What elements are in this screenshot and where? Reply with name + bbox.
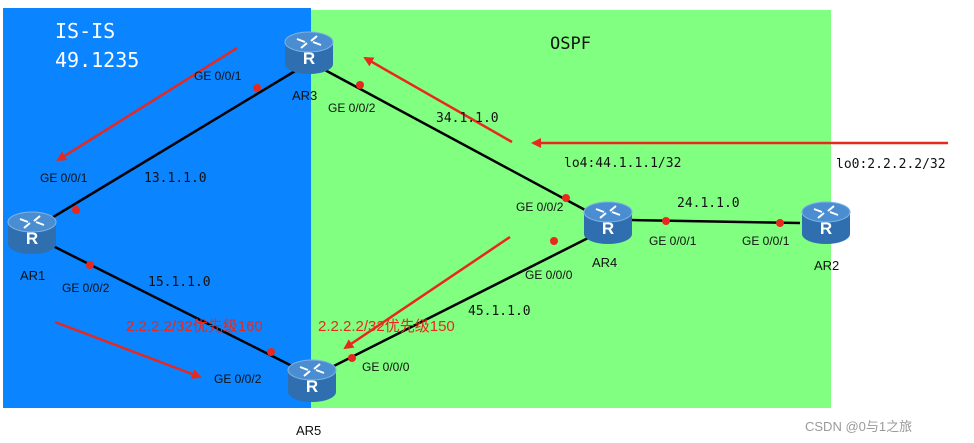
arrow-ar1-to-ar5: [54, 320, 202, 379]
arrow-ar4-to-ar3: [363, 56, 513, 144]
iface-ar3-g002: GE 0/0/2: [328, 101, 376, 115]
router-label-ar3: AR3: [292, 88, 317, 103]
ospf-area: [311, 10, 831, 408]
ospf-area-title: OSPF: [550, 34, 591, 54]
router-label-ar5: AR5: [296, 423, 321, 438]
iface-ar1-g002: GE 0/0/2: [62, 281, 110, 295]
port-dot-ar4-g000: [550, 237, 558, 245]
loopback-ar2: lo0:2.2.2.2/32: [836, 157, 946, 172]
router-ar5[interactable]: [287, 359, 337, 403]
net-ar4-ar5: 45.1.1.0: [468, 304, 531, 319]
iface-ar2-g001: GE 0/0/1: [742, 234, 790, 248]
port-dot-ar1-g001: [72, 206, 80, 214]
priority-isis-label: 2.2.2.2/32优先级160: [126, 318, 263, 335]
link-ar1-ar3: [44, 60, 311, 224]
router-icon: [284, 31, 334, 75]
priority-ospf-label: 2.2.2.2/32优先级150: [318, 318, 455, 335]
isis-area: [3, 8, 311, 408]
net-ar1-ar3: 13.1.1.0: [144, 171, 207, 186]
port-dot-ar4-g002: [562, 194, 570, 202]
router-icon: [801, 201, 851, 245]
router-icon: [583, 201, 633, 245]
iface-ar1-g001: GE 0/0/1: [40, 171, 88, 185]
iface-ar3-g001: GE 0/0/1: [194, 69, 242, 83]
iface-ar4-g001: GE 0/0/1: [649, 234, 697, 248]
port-dot-ar5-g002: [267, 348, 275, 356]
iface-ar5-g000: GE 0/0/0: [362, 360, 410, 374]
isis-area-id: 49.1235: [55, 48, 139, 72]
port-dot-ar3-g001: [253, 84, 261, 92]
isis-area-title: IS-IS: [55, 19, 115, 43]
loopback-ar4: lo4:44.1.1.1/32: [564, 156, 681, 171]
router-label-ar4: AR4: [592, 255, 617, 270]
net-ar4-ar2: 24.1.1.0: [677, 196, 740, 211]
router-ar3[interactable]: [284, 31, 334, 75]
port-dot-ar3-g002: [356, 81, 364, 89]
router-ar1[interactable]: [7, 211, 57, 255]
link-ar4-ar5: [309, 230, 601, 380]
router-ar2[interactable]: [801, 201, 851, 245]
router-icon: [287, 359, 337, 403]
router-label-ar1: AR1: [20, 268, 45, 283]
net-ar3-ar4: 34.1.1.0: [436, 111, 499, 126]
iface-ar4-g000: GE 0/0/0: [525, 268, 573, 282]
port-dot-ar5-g000: [348, 354, 356, 362]
link-ar4-ar2: [629, 218, 801, 225]
router-icon: [7, 211, 57, 255]
watermark: CSDN @0与1之旅: [805, 419, 912, 434]
iface-ar4-g002: GE 0/0/2: [516, 200, 564, 214]
port-dot-ar1-g002: [86, 261, 94, 269]
port-dot-ar4-g001: [662, 217, 670, 225]
iface-ar5-g002: GE 0/0/2: [214, 372, 262, 386]
port-dot-ar2-g001: [776, 219, 784, 227]
router-label-ar2: AR2: [814, 258, 839, 273]
arrow-ar4-to-ar5: [343, 235, 511, 350]
net-ar1-ar5: 15.1.1.0: [148, 275, 211, 290]
router-ar4[interactable]: [583, 201, 633, 245]
arrow-ar3-to-ar1: [56, 46, 238, 162]
